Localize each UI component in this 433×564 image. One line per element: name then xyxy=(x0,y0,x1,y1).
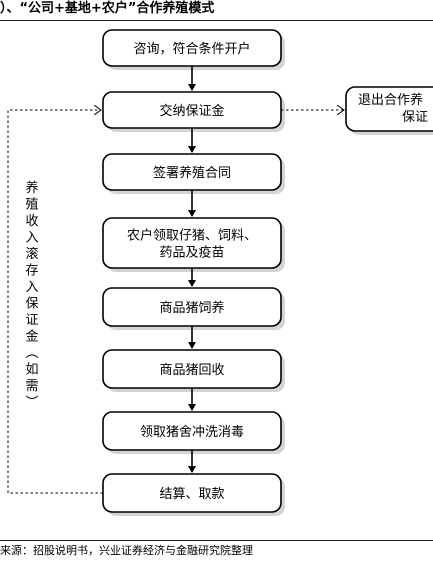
side-label-char: 收 xyxy=(25,214,38,229)
side-label-char: 养 xyxy=(25,180,38,196)
side-label-char: 存 xyxy=(25,264,38,279)
step-label: 交纳保证金 xyxy=(159,103,224,119)
side-label-char: ︶ xyxy=(25,396,38,411)
step-recycle: 商品猪回收 xyxy=(102,349,285,392)
diagram-title: ）、“公司+基地+农户”合作养殖模式 xyxy=(0,1,215,16)
exit-label: 退出合作养 xyxy=(358,92,423,108)
step-label: 咨询，符合条件开户 xyxy=(133,41,250,57)
loop-arrow xyxy=(7,110,103,494)
step-label: 签署养殖合同 xyxy=(153,165,231,181)
step-consult: 咨询，符合条件开户 xyxy=(102,29,285,70)
step-receive: 农户领取仔猪、饲料、药品及疫苗 xyxy=(102,217,285,272)
step-label: 商品猪饲养 xyxy=(159,300,224,316)
step-label: 商品猪回收 xyxy=(159,363,224,378)
side-label-char: ︵ xyxy=(25,346,38,361)
source-note: 来源：招股说明书，兴业证券经济与金融研究院整理 xyxy=(0,544,253,557)
step-label: 结算、取款 xyxy=(159,487,224,502)
side-label-char: 金 xyxy=(25,329,38,345)
step-label: 领取猪舍冲洗消毒 xyxy=(140,425,244,440)
side-label-char: 如 xyxy=(25,362,38,378)
flowchart: 咨询，符合条件开户交纳保证金签署养殖合同农户领取仔猪、饲料、药品及疫苗商品猪饲养… xyxy=(7,29,433,516)
exit-box xyxy=(345,86,433,132)
step-label: 药品及疫苗 xyxy=(159,245,224,261)
side-label-char: 入 xyxy=(25,231,38,246)
step-disinfect: 领取猪舍冲洗消毒 xyxy=(102,411,285,454)
side-label-char: 保 xyxy=(25,297,38,312)
step-contract: 签署养殖合同 xyxy=(102,153,285,194)
process-steps: 咨询，符合条件开户交纳保证金签署养殖合同农户领取仔猪、饲料、药品及疫苗商品猪饲养… xyxy=(102,29,285,516)
side-label-char: 殖 xyxy=(25,197,38,213)
exit-label: 保证 xyxy=(402,110,428,125)
title-divider xyxy=(0,20,433,21)
step-label: 农户领取仔猪、饲料、 xyxy=(127,228,257,244)
step-settle: 结算、取款 xyxy=(102,473,285,516)
side-label-char: 入 xyxy=(25,280,38,295)
step-raise: 商品猪饲养 xyxy=(102,287,285,330)
side-label-char: 滚 xyxy=(25,246,38,262)
side-label-char: 需 xyxy=(25,379,38,394)
side-label-char: 证 xyxy=(25,313,38,328)
source-divider xyxy=(0,540,433,541)
step-deposit: 交纳保证金 xyxy=(102,91,285,132)
